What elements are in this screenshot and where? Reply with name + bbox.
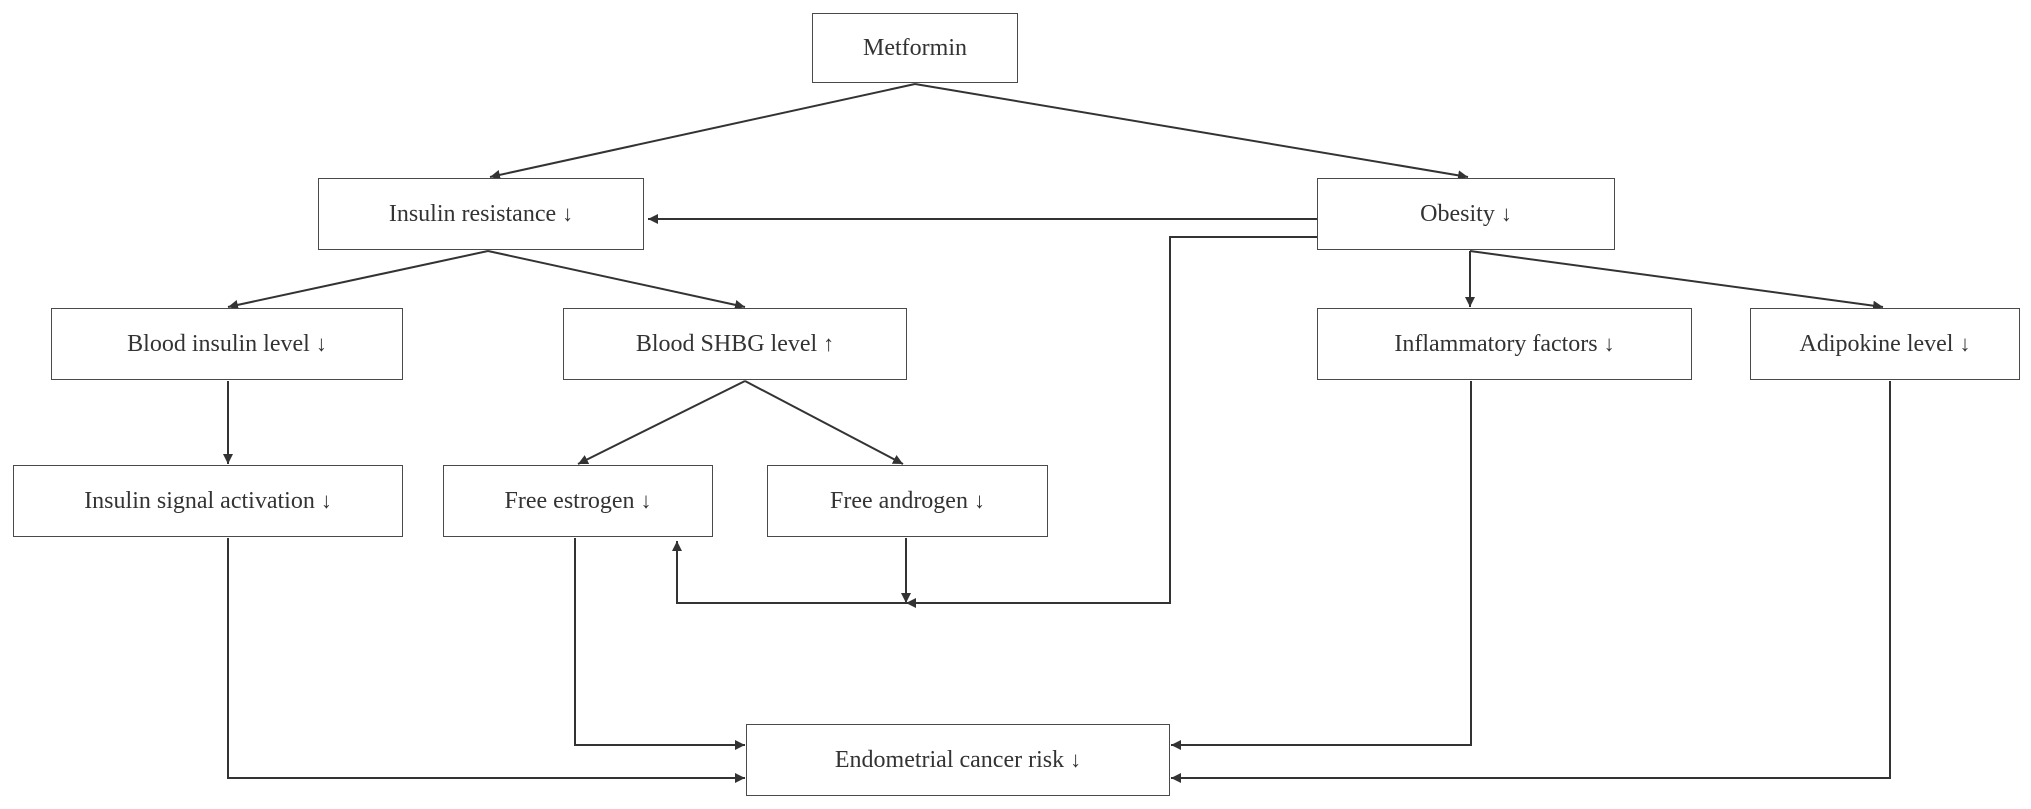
node-free-androgen: Free androgen ↓ (767, 465, 1048, 537)
node-free-estrogen-label: Free estrogen (504, 487, 635, 514)
node-blood-insulin-level: Blood insulin level ↓ (51, 308, 403, 380)
node-insulin-resistance: Insulin resistance ↓ (318, 178, 644, 250)
connector-obesity-to-adipokine (1469, 250, 1884, 311)
decrease-arrow-icon: ↓ (1070, 747, 1082, 772)
connector-insulin-signal-to-endometrial (227, 538, 745, 783)
node-metformin: Metformin (812, 13, 1018, 83)
decrease-arrow-icon: ↓ (1500, 201, 1512, 226)
decrease-arrow-icon: ↓ (973, 488, 985, 513)
connector-insulin-resistance-to-blood-insulin (227, 250, 489, 310)
node-adipokine-level: Adipokine level ↓ (1750, 308, 2020, 380)
decrease-arrow-icon: ↓ (1959, 331, 1971, 356)
connector-adipokine-to-endometrial (1171, 381, 1891, 783)
node-inflammatory-factors: Inflammatory factors ↓ (1317, 308, 1692, 380)
decrease-arrow-icon: ↓ (640, 488, 652, 513)
node-insulin-signal-activation-label: Insulin signal activation (84, 487, 315, 514)
decrease-arrow-icon: ↓ (315, 331, 327, 356)
connector-obesity-to-free-estrogen (672, 236, 1317, 604)
node-blood-insulin-level-label: Blood insulin level (127, 330, 310, 357)
connector-metformin-to-obesity (914, 83, 1469, 181)
decrease-arrow-icon: ↓ (1603, 331, 1615, 356)
node-inflammatory-factors-label: Inflammatory factors (1394, 330, 1598, 357)
decrease-arrow-icon: ↓ (562, 201, 574, 226)
connector-blood-shbg-to-free-estrogen (577, 380, 746, 465)
connector-metformin-to-insulin-resistance (489, 83, 916, 180)
node-endometrial-cancer-risk: Endometrial cancer risk ↓ (746, 724, 1170, 796)
connector-inflammatory-to-endometrial (1171, 381, 1472, 750)
node-insulin-resistance-label: Insulin resistance (388, 200, 557, 227)
node-obesity: Obesity ↓ (1317, 178, 1615, 250)
connector-free-estrogen-to-endometrial (574, 538, 745, 750)
decrease-arrow-icon: ↓ (320, 488, 332, 513)
node-obesity-label: Obesity (1420, 200, 1495, 227)
connector-insulin-resistance-to-blood-shbg (487, 250, 746, 310)
node-blood-shbg-level-label: Blood SHBG level (635, 330, 818, 357)
connector-blood-shbg-to-free-androgen (744, 380, 904, 465)
node-blood-shbg-level: Blood SHBG level ↑ (563, 308, 907, 380)
node-insulin-signal-activation: Insulin signal activation ↓ (13, 465, 403, 537)
node-free-androgen-label: Free androgen (830, 487, 968, 514)
node-adipokine-level-label: Adipokine level (1799, 330, 1954, 357)
node-free-estrogen: Free estrogen ↓ (443, 465, 713, 537)
increase-arrow-icon: ↑ (823, 331, 835, 356)
node-endometrial-cancer-risk-label: Endometrial cancer risk (834, 746, 1065, 773)
node-metformin-label: Metformin (863, 34, 967, 61)
